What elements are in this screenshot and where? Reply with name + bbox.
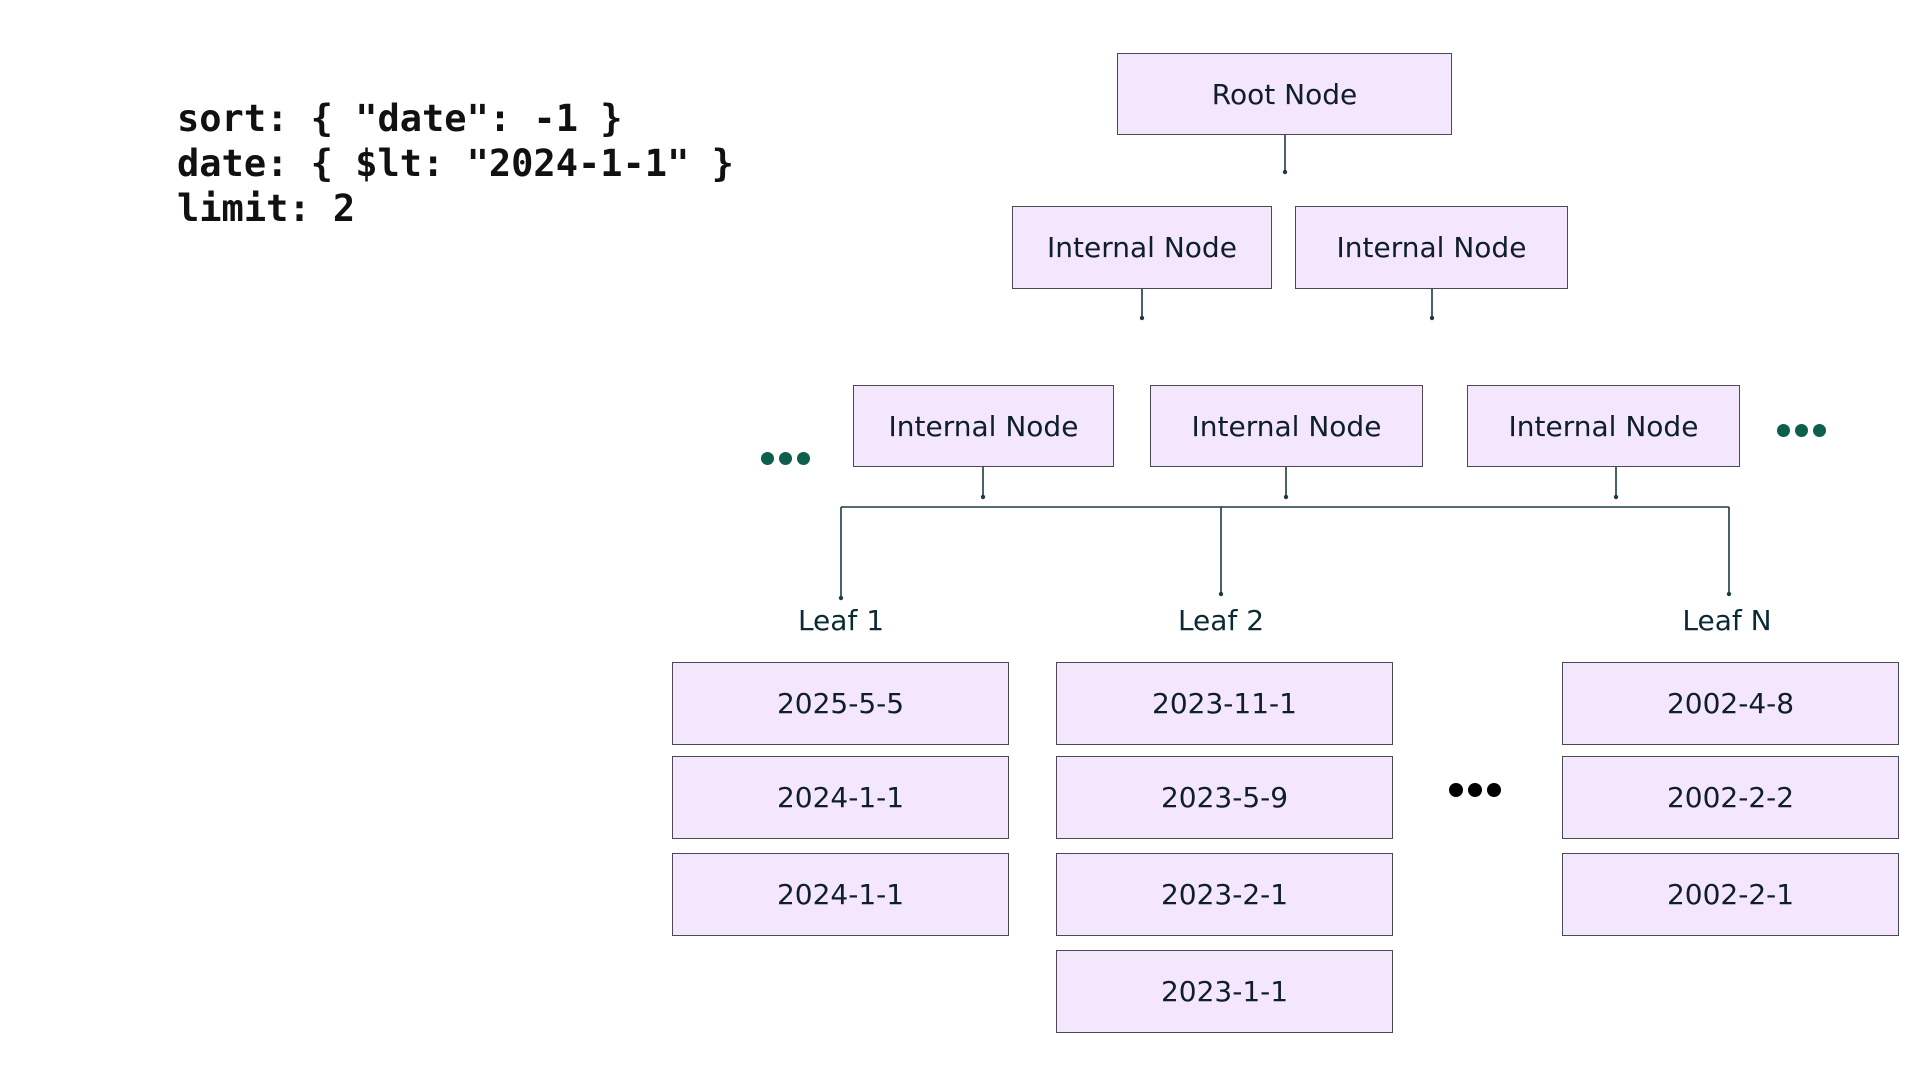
leaf-1-label: Leaf 1 — [797, 604, 885, 637]
internal-node-level1-left: Internal Node — [1012, 206, 1272, 289]
connector-end-dot — [1282, 169, 1288, 175]
leaf-1-entry: 2025-5-5 — [672, 662, 1009, 745]
leaf-2-entry: 2023-1-1 — [1056, 950, 1393, 1033]
internal-node-level2-left: Internal Node — [853, 385, 1114, 467]
root-node: Root Node — [1117, 53, 1452, 135]
ellipsis-icon — [761, 452, 810, 465]
connector-end-dot — [1139, 315, 1145, 321]
connector-end-dot — [1283, 494, 1289, 500]
ellipsis-icon — [1449, 783, 1501, 797]
connector-end-dot — [1613, 494, 1619, 500]
connector-end-dot — [838, 595, 844, 601]
leaf-n-entry: 2002-2-1 — [1562, 853, 1899, 936]
leaf-2-entry: 2023-11-1 — [1056, 662, 1393, 745]
leaf-1-entry: 2024-1-1 — [672, 853, 1009, 936]
connector-end-dot — [980, 494, 986, 500]
leaf-2-entry: 2023-5-9 — [1056, 756, 1393, 839]
ellipsis-icon — [1777, 424, 1826, 437]
query-date-line: date: { $lt: "2024-1-1" } — [177, 142, 734, 185]
internal-node-level2-right: Internal Node — [1467, 385, 1740, 467]
internal-node-level2-middle: Internal Node — [1150, 385, 1423, 467]
leaf-n-entry: 2002-2-2 — [1562, 756, 1899, 839]
leaf-2-label: Leaf 2 — [1177, 604, 1265, 637]
leaf-n-entry: 2002-4-8 — [1562, 662, 1899, 745]
query-code-block: sort: { "date": -1 }date: { $lt: "2024-1… — [177, 96, 734, 231]
leaf-2-entry: 2023-2-1 — [1056, 853, 1393, 936]
connector-end-dot — [1429, 315, 1435, 321]
leaf-n-label: Leaf N — [1682, 604, 1772, 637]
query-sort-line: sort: { "date": -1 } — [177, 97, 623, 140]
internal-node-level1-right: Internal Node — [1295, 206, 1568, 289]
connector-end-dot — [1726, 591, 1732, 597]
query-limit-line: limit: 2 — [177, 187, 356, 230]
leaf-1-entry: 2024-1-1 — [672, 756, 1009, 839]
connector-end-dot — [1218, 591, 1224, 597]
